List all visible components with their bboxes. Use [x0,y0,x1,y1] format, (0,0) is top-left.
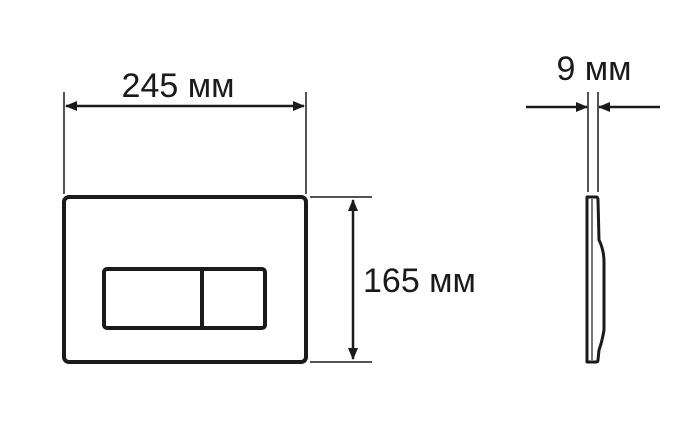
height-label: 165 мм [363,262,476,300]
side-view: 9 мм [526,50,660,364]
width-label: 245 мм [122,67,235,105]
flush-plate-outline [62,195,308,364]
depth-label: 9 мм [556,50,631,88]
front-view: 245 мм 165 мм [62,67,476,364]
flush-button-frame [102,267,267,330]
flush-plate-side-profile [585,195,606,364]
